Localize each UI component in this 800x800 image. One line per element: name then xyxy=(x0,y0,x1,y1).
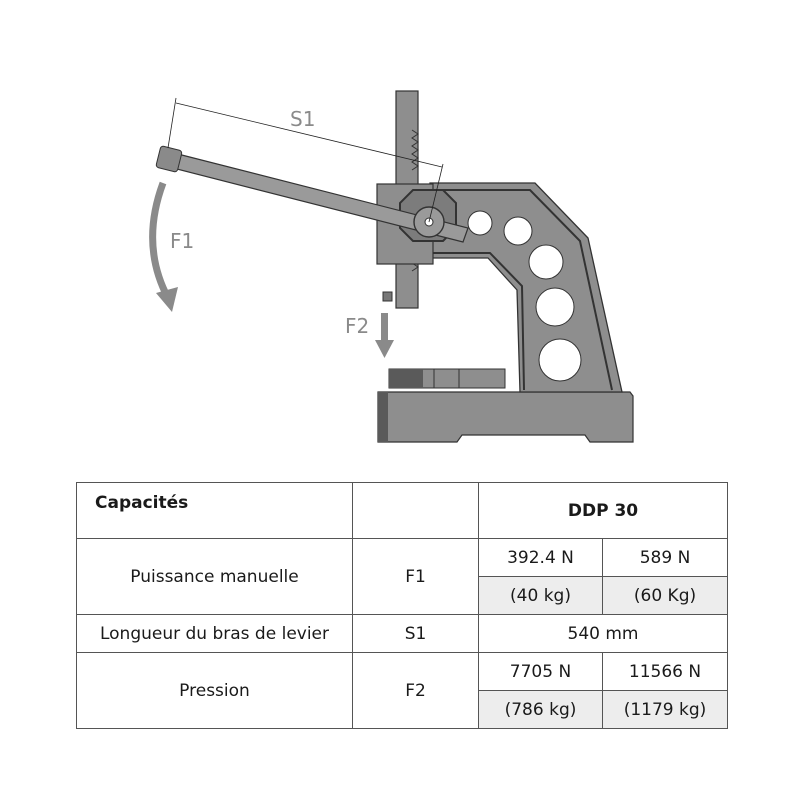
press-frame xyxy=(429,182,623,393)
press-base xyxy=(377,368,634,443)
sub-value-cell: (1179 kg) xyxy=(601,690,729,729)
sub-value-cell: (40 kg) xyxy=(478,576,603,615)
f1-label: F1 xyxy=(170,229,194,253)
row-symbol: S1 xyxy=(352,614,479,653)
row-symbol: F1 xyxy=(352,538,479,615)
row-symbol: F2 xyxy=(352,652,479,729)
model-heading: DDP 30 xyxy=(477,482,729,539)
row-label: Puissance manuelle xyxy=(76,538,353,615)
symbol-heading xyxy=(352,482,479,539)
table-subrow: (40 kg) (60 Kg) xyxy=(77,576,729,615)
arbor-press-drawing: S1 F1 F2 xyxy=(149,90,634,443)
value-cell: 589 N xyxy=(601,538,729,577)
value-cell: 7705 N xyxy=(478,652,603,691)
row-label: Longueur du bras de levier xyxy=(76,614,353,653)
f2-label: F2 xyxy=(345,314,369,338)
capacities-table: Capacités DDP 30 Puissance manuelle F1 3… xyxy=(76,482,729,729)
value-cell: 11566 N xyxy=(601,652,729,691)
f2-arrow: F2 xyxy=(345,313,394,358)
table-subrow: (786 kg) (1179 kg) xyxy=(77,690,729,729)
table-row: Puissance manuelle F1 392.4 N 589 N xyxy=(76,538,729,615)
f1-arrow: F1 xyxy=(149,181,194,312)
s1-label: S1 xyxy=(290,107,315,131)
lever-handle xyxy=(155,145,469,243)
table-row: Pression F2 7705 N 11566 N xyxy=(76,652,729,729)
s1-dimension: S1 xyxy=(167,97,444,223)
table-row: Longueur du bras de levier S1 540 mm xyxy=(76,614,729,653)
row-label: Pression xyxy=(76,652,353,729)
header-row: Capacités DDP 30 xyxy=(76,482,729,539)
sub-value-cell: (786 kg) xyxy=(478,690,603,729)
capacities-heading: Capacités xyxy=(76,482,353,539)
value-cell: 540 mm xyxy=(477,614,729,653)
value-cell: 392.4 N xyxy=(478,538,603,577)
sub-value-cell: (60 Kg) xyxy=(601,576,729,615)
